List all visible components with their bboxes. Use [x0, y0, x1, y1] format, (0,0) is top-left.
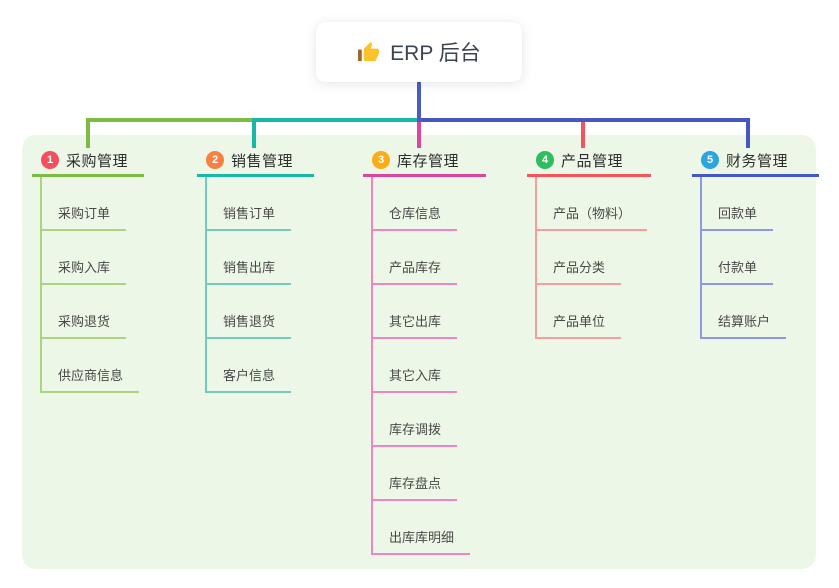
connector-line	[746, 120, 750, 148]
root-node[interactable]: ERP 后台	[316, 22, 522, 82]
branch-label: 库存管理	[397, 152, 460, 170]
child-node[interactable]: 产品库存	[371, 231, 458, 285]
child-node[interactable]: 销售出库	[205, 231, 292, 285]
child-node[interactable]: 其它出库	[371, 285, 458, 339]
child-node[interactable]: 采购订单	[40, 177, 127, 231]
branch-children: 产品（物料）产品分类产品单位	[535, 177, 651, 339]
connector-line	[417, 82, 421, 122]
branch-spine-line	[40, 177, 42, 393]
mindmap-panel	[22, 135, 816, 569]
branch-column-2: 2 销售管理销售订单销售出库销售退货客户信息	[197, 146, 314, 393]
branch-label: 采购管理	[66, 152, 129, 170]
branch-children: 回款单付款单结算账户	[700, 177, 819, 339]
child-node[interactable]: 产品单位	[535, 285, 622, 339]
branch-number-badge: 4	[536, 151, 554, 169]
branch-number-badge: 1	[41, 151, 59, 169]
branch-children: 销售订单销售出库销售退货客户信息	[205, 177, 314, 393]
branch-node-4[interactable]: 4 产品管理	[527, 146, 651, 177]
branch-label: 产品管理	[561, 152, 624, 170]
branch-column-5: 5 财务管理回款单付款单结算账户	[692, 146, 819, 339]
branch-label: 销售管理	[231, 152, 294, 170]
branch-spine-line	[700, 177, 702, 339]
child-node[interactable]: 其它入库	[371, 339, 458, 393]
branch-column-1: 1 采购管理采购订单采购入库采购退货供应商信息	[32, 146, 144, 393]
branch-node-5[interactable]: 5 财务管理	[692, 146, 819, 177]
child-node[interactable]: 结算账户	[700, 285, 787, 339]
branch-children: 仓库信息产品库存其它出库其它入库库存调拨库存盘点出库库明细	[371, 177, 486, 555]
branch-number-badge: 5	[701, 151, 719, 169]
branch-column-4: 4 产品管理产品（物料）产品分类产品单位	[527, 146, 651, 339]
child-node[interactable]: 采购入库	[40, 231, 127, 285]
connector-line	[252, 118, 419, 122]
child-node[interactable]: 采购退货	[40, 285, 127, 339]
child-node[interactable]: 客户信息	[205, 339, 292, 393]
child-node[interactable]: 供应商信息	[40, 339, 140, 393]
branch-number-badge: 3	[372, 151, 390, 169]
child-node[interactable]: 出库库明细	[371, 501, 471, 555]
connector-line	[86, 118, 254, 122]
connector-line	[417, 118, 750, 122]
branch-spine-line	[205, 177, 207, 393]
branch-node-1[interactable]: 1 采购管理	[32, 146, 144, 177]
child-node[interactable]: 库存调拨	[371, 393, 458, 447]
root-title: ERP 后台	[390, 42, 481, 65]
branch-node-3[interactable]: 3 库存管理	[363, 146, 486, 177]
branch-node-2[interactable]: 2 销售管理	[197, 146, 314, 177]
branch-label: 财务管理	[726, 152, 789, 170]
child-node[interactable]: 销售订单	[205, 177, 292, 231]
connector-line	[252, 120, 256, 148]
child-node[interactable]: 销售退货	[205, 285, 292, 339]
child-node[interactable]: 仓库信息	[371, 177, 458, 231]
child-node[interactable]: 产品（物料）	[535, 177, 648, 231]
connector-line	[581, 120, 585, 148]
child-node[interactable]: 库存盘点	[371, 447, 458, 501]
connector-line	[417, 120, 421, 148]
connector-line	[86, 120, 90, 148]
branch-spine-line	[535, 177, 537, 339]
branch-number-badge: 2	[206, 151, 224, 169]
child-node[interactable]: 回款单	[700, 177, 774, 231]
branch-column-3: 3 库存管理仓库信息产品库存其它出库其它入库库存调拨库存盘点出库库明细	[363, 146, 486, 555]
child-node[interactable]: 付款单	[700, 231, 774, 285]
branch-children: 采购订单采购入库采购退货供应商信息	[40, 177, 144, 393]
branch-spine-line	[371, 177, 373, 555]
child-node[interactable]: 产品分类	[535, 231, 622, 285]
thumbs-up-icon	[357, 41, 380, 64]
